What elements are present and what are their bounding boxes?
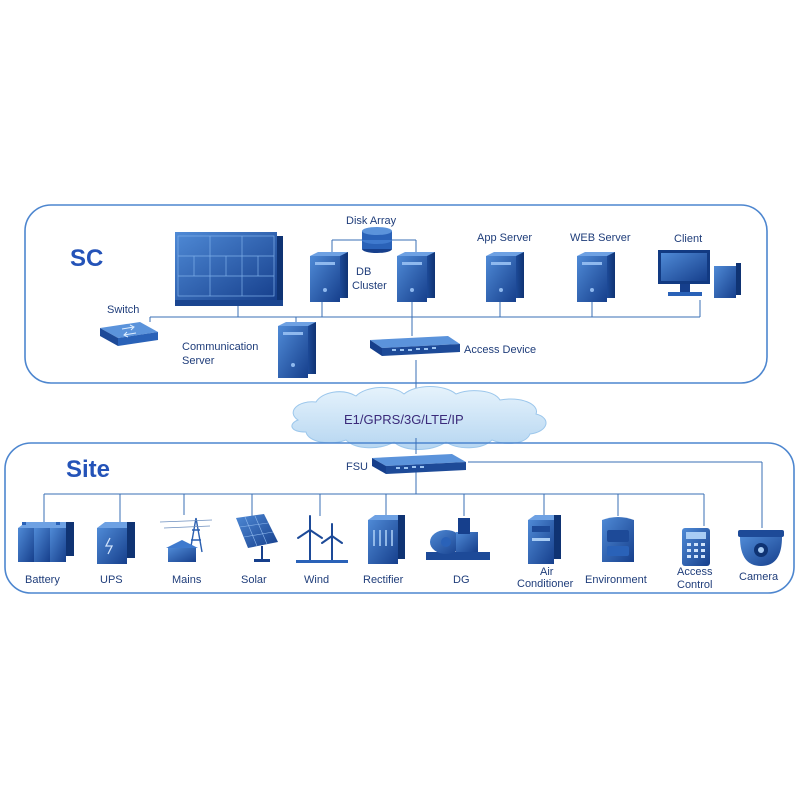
rectifier-label: Rectifier [363, 574, 404, 586]
ups-label: UPS [100, 574, 123, 586]
access-device-label: Access Device [464, 344, 536, 356]
communication-server-icon [278, 322, 316, 378]
fsu-label: FSU [346, 461, 368, 473]
environment-label: Environment [585, 574, 647, 586]
wind-label: Wind [304, 574, 329, 586]
disk-array-label: Disk Array [346, 215, 397, 227]
web-server-label: WEB Server [570, 232, 631, 244]
site-wiring [43, 438, 763, 528]
mains-icon [159, 517, 213, 562]
db-label: DB [356, 266, 371, 278]
access-device-icon [370, 336, 460, 356]
battery-label: Battery [25, 574, 60, 586]
solar-label: Solar [241, 574, 267, 586]
sc-title: SC [70, 245, 103, 272]
access-control-icon [682, 528, 710, 566]
disk-array-icon [362, 227, 392, 253]
app-server-label: App Server [477, 232, 532, 244]
ups-icon [97, 522, 135, 564]
dg-icon [426, 518, 490, 560]
network-label: E1/GPRS/3G/LTE/IP [344, 412, 464, 427]
sc-frame [24, 204, 768, 384]
camera-icon [738, 530, 784, 566]
client-label: Client [674, 233, 702, 245]
cluster-label: Cluster [352, 280, 387, 292]
sc-wiring [149, 239, 701, 398]
web-server-icon [577, 252, 615, 302]
air-label-1: Air [540, 566, 554, 578]
battery-icon [18, 522, 74, 562]
client-icon [658, 250, 741, 298]
app-server-icon [486, 252, 524, 302]
wind-icon [296, 515, 348, 563]
site-frame [4, 442, 795, 594]
server-label: Server [182, 355, 215, 367]
db-server-1-icon [310, 252, 348, 302]
video-wall-icon [175, 232, 283, 306]
communication-label: Communication [182, 341, 258, 353]
switch-label: Switch [107, 304, 139, 316]
fsu-icon [372, 454, 466, 474]
solar-icon [236, 514, 278, 562]
db-server-2-icon [397, 252, 435, 302]
environment-icon [602, 517, 634, 562]
air-label-2: Conditioner [517, 578, 574, 590]
mains-label: Mains [172, 574, 202, 586]
camera-label: Camera [739, 571, 779, 583]
site-title: Site [66, 456, 110, 483]
air-conditioner-icon [528, 515, 561, 564]
dg-label: DG [453, 574, 470, 586]
rectifier-icon [368, 515, 405, 564]
access-label-1: Access [677, 566, 713, 578]
switch-icon [100, 322, 158, 346]
access-label-2: Control [677, 579, 712, 591]
